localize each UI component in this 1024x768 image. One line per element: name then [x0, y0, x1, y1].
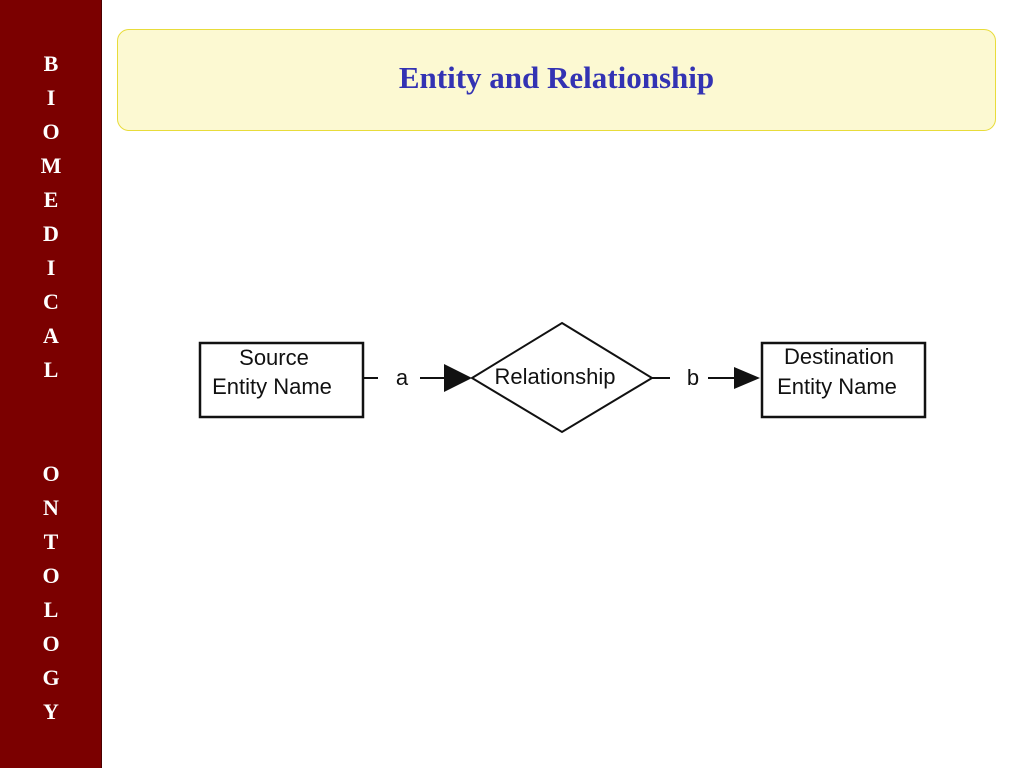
source-entity-box — [198, 341, 365, 419]
page-title: Entity and Relationship — [398, 60, 715, 95]
title-banner: Entity and Relationship — [117, 29, 996, 131]
side-letter: C — [43, 289, 59, 314]
side-banner-word-biomedical: B I O M E D I C A L — [0, 47, 102, 387]
side-letter: O — [42, 563, 60, 588]
side-letter: D — [43, 221, 59, 246]
destination-entity-label-line2: Entity Name — [777, 374, 897, 399]
side-letter: O — [42, 631, 60, 656]
side-letter: B — [43, 51, 59, 76]
side-letter: T — [43, 529, 59, 554]
source-entity-label-line2: Entity Name — [212, 374, 332, 399]
side-banner-word-ontology: O N T O L O G Y — [0, 457, 102, 729]
side-letter: N — [43, 495, 59, 520]
side-letter: I — [46, 85, 56, 110]
side-letter: L — [43, 357, 59, 382]
side-letter: L — [43, 597, 59, 622]
source-entity: Source Entity Name — [198, 341, 365, 419]
relationship-diamond — [470, 321, 654, 434]
edge-b: b — [652, 365, 760, 390]
edge-a-label: a — [396, 365, 409, 390]
side-letter: A — [43, 323, 59, 348]
side-letter: G — [42, 665, 60, 690]
side-letter: Y — [43, 699, 59, 724]
side-letter: E — [43, 187, 59, 212]
relationship-node: Relationship — [470, 321, 654, 434]
edge-b-label: b — [687, 365, 699, 390]
edge-b-arrowhead — [734, 367, 760, 389]
destination-entity-box — [760, 341, 927, 419]
edge-a-arrowhead — [444, 364, 472, 392]
edge-a: a — [363, 364, 472, 392]
side-banner: B I O M E D I C A L O N T O L O G Y — [0, 0, 102, 768]
side-letter: O — [42, 119, 60, 144]
side-letter: M — [40, 153, 62, 178]
destination-entity: Destination Entity Name — [760, 341, 927, 419]
source-entity-label-line1: Source — [239, 345, 309, 370]
destination-entity-label-line1: Destination — [784, 344, 894, 369]
side-letter: O — [42, 461, 60, 486]
relationship-label: Relationship — [494, 364, 615, 389]
side-letter: I — [46, 255, 56, 280]
